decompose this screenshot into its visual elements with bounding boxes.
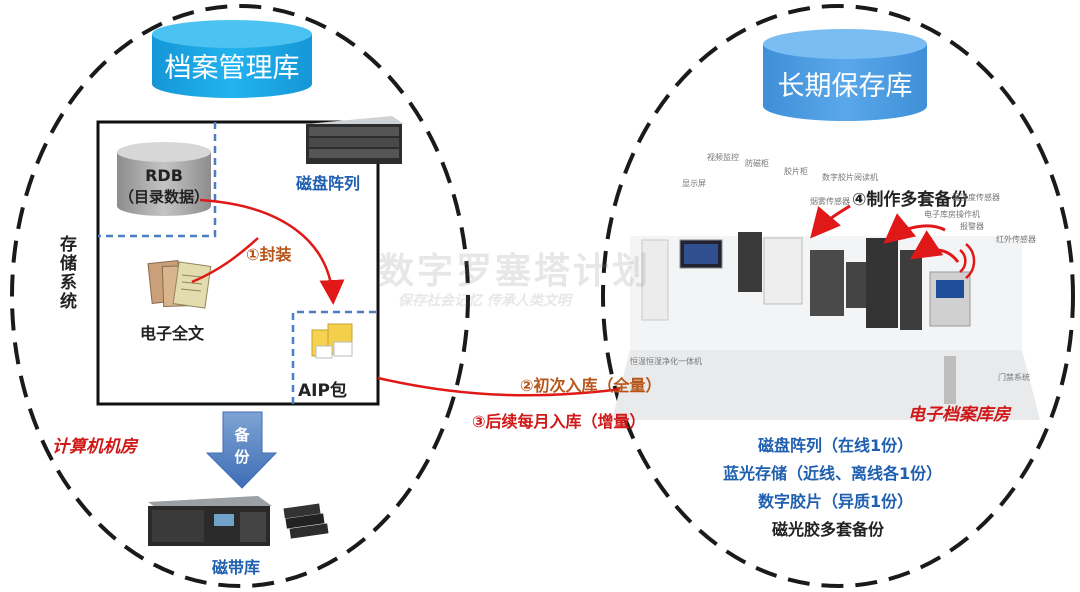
room-label-infrared: 红外传感器	[996, 235, 1036, 244]
archive-room-circle	[601, 4, 1075, 588]
tape-library	[148, 496, 272, 546]
archive-db-cylinder	[152, 20, 312, 98]
storage-list-item-4: 磁光胶多套备份	[772, 520, 885, 539]
multi-backup-arrow-2	[883, 213, 946, 244]
room-label-alarm: 报警器	[960, 222, 984, 231]
room-label-film-reader: 数字胶片阅读机	[822, 173, 878, 182]
longterm-db-title: 长期保存库	[777, 71, 913, 102]
backup-char-1: 备	[234, 426, 250, 444]
fulltext-label: 电子全文	[140, 324, 205, 343]
tape-library-label: 磁带库	[212, 558, 261, 577]
multi-backup-arrow-3	[910, 230, 960, 263]
room-label-video-monitor: 视频监控	[707, 153, 739, 162]
storage-system-label: 存储系统	[60, 235, 77, 312]
archive-db-title: 档案管理库	[164, 53, 300, 84]
computer-room-label: 计算机机房	[52, 437, 137, 457]
room-label-display: 显示屏	[682, 179, 706, 188]
rdb-label-line2: （目录数据）	[118, 188, 209, 206]
longterm-db-cylinder	[763, 29, 927, 121]
rdb-label-line1: RDB	[145, 166, 183, 185]
disk-array-server	[306, 116, 404, 164]
watermark-sub: 保存社会记忆 传承人类文明	[398, 293, 571, 309]
room-label-temp-humidity: 温湿度传感器	[952, 193, 1000, 202]
initial-ingest-label: ②初次入库（全量）	[520, 376, 662, 395]
signal-arc-1	[959, 249, 967, 273]
storage-list-item-1: 磁盘阵列（在线1份）	[758, 436, 914, 455]
seal-arrow	[199, 198, 345, 305]
storage-list-item-3: 数字胶片（异质1份）	[758, 492, 914, 511]
room-label-smoke-sensor: 烟雾传感器	[810, 197, 850, 206]
disk-array-label: 磁盘阵列	[296, 174, 361, 193]
archive-room-illustration	[612, 232, 1040, 420]
backup-char-2: 份	[234, 448, 250, 466]
computer-room-circle	[10, 4, 470, 588]
room-label-operator: 电子库房操作机	[924, 210, 980, 219]
archive-room-label: 电子档案库房	[908, 405, 1010, 425]
rdb-cylinder	[117, 142, 211, 216]
multi-backup-label: ④制作多套备份	[852, 190, 969, 210]
signal-arc-2	[965, 243, 976, 279]
watermark-main: 数字罗塞塔计划	[378, 251, 652, 292]
aip-folders	[311, 323, 353, 359]
monthly-ingest-label: ③后续每月入库（增量）	[472, 412, 646, 431]
aip-label: AIP包	[298, 381, 347, 401]
room-label-film-cabinet: 胶片柜	[784, 167, 808, 176]
multi-backup-arrow-1	[810, 204, 851, 239]
backup-arrow-text: 备 份	[231, 424, 253, 468]
seal-label: ①封装	[246, 245, 292, 264]
room-label-hvac: 恒温恒湿净化一体机	[630, 357, 702, 366]
document-scans	[147, 259, 212, 309]
tape-cartridges	[283, 503, 329, 539]
storage-list-item-2: 蓝光存储（近线、离线各1份）	[723, 464, 943, 483]
room-label-door-system: 门禁系统	[998, 373, 1030, 382]
backup-arrow	[205, 411, 278, 489]
room-label-magnetic-cabinet: 防磁柜	[745, 159, 769, 168]
